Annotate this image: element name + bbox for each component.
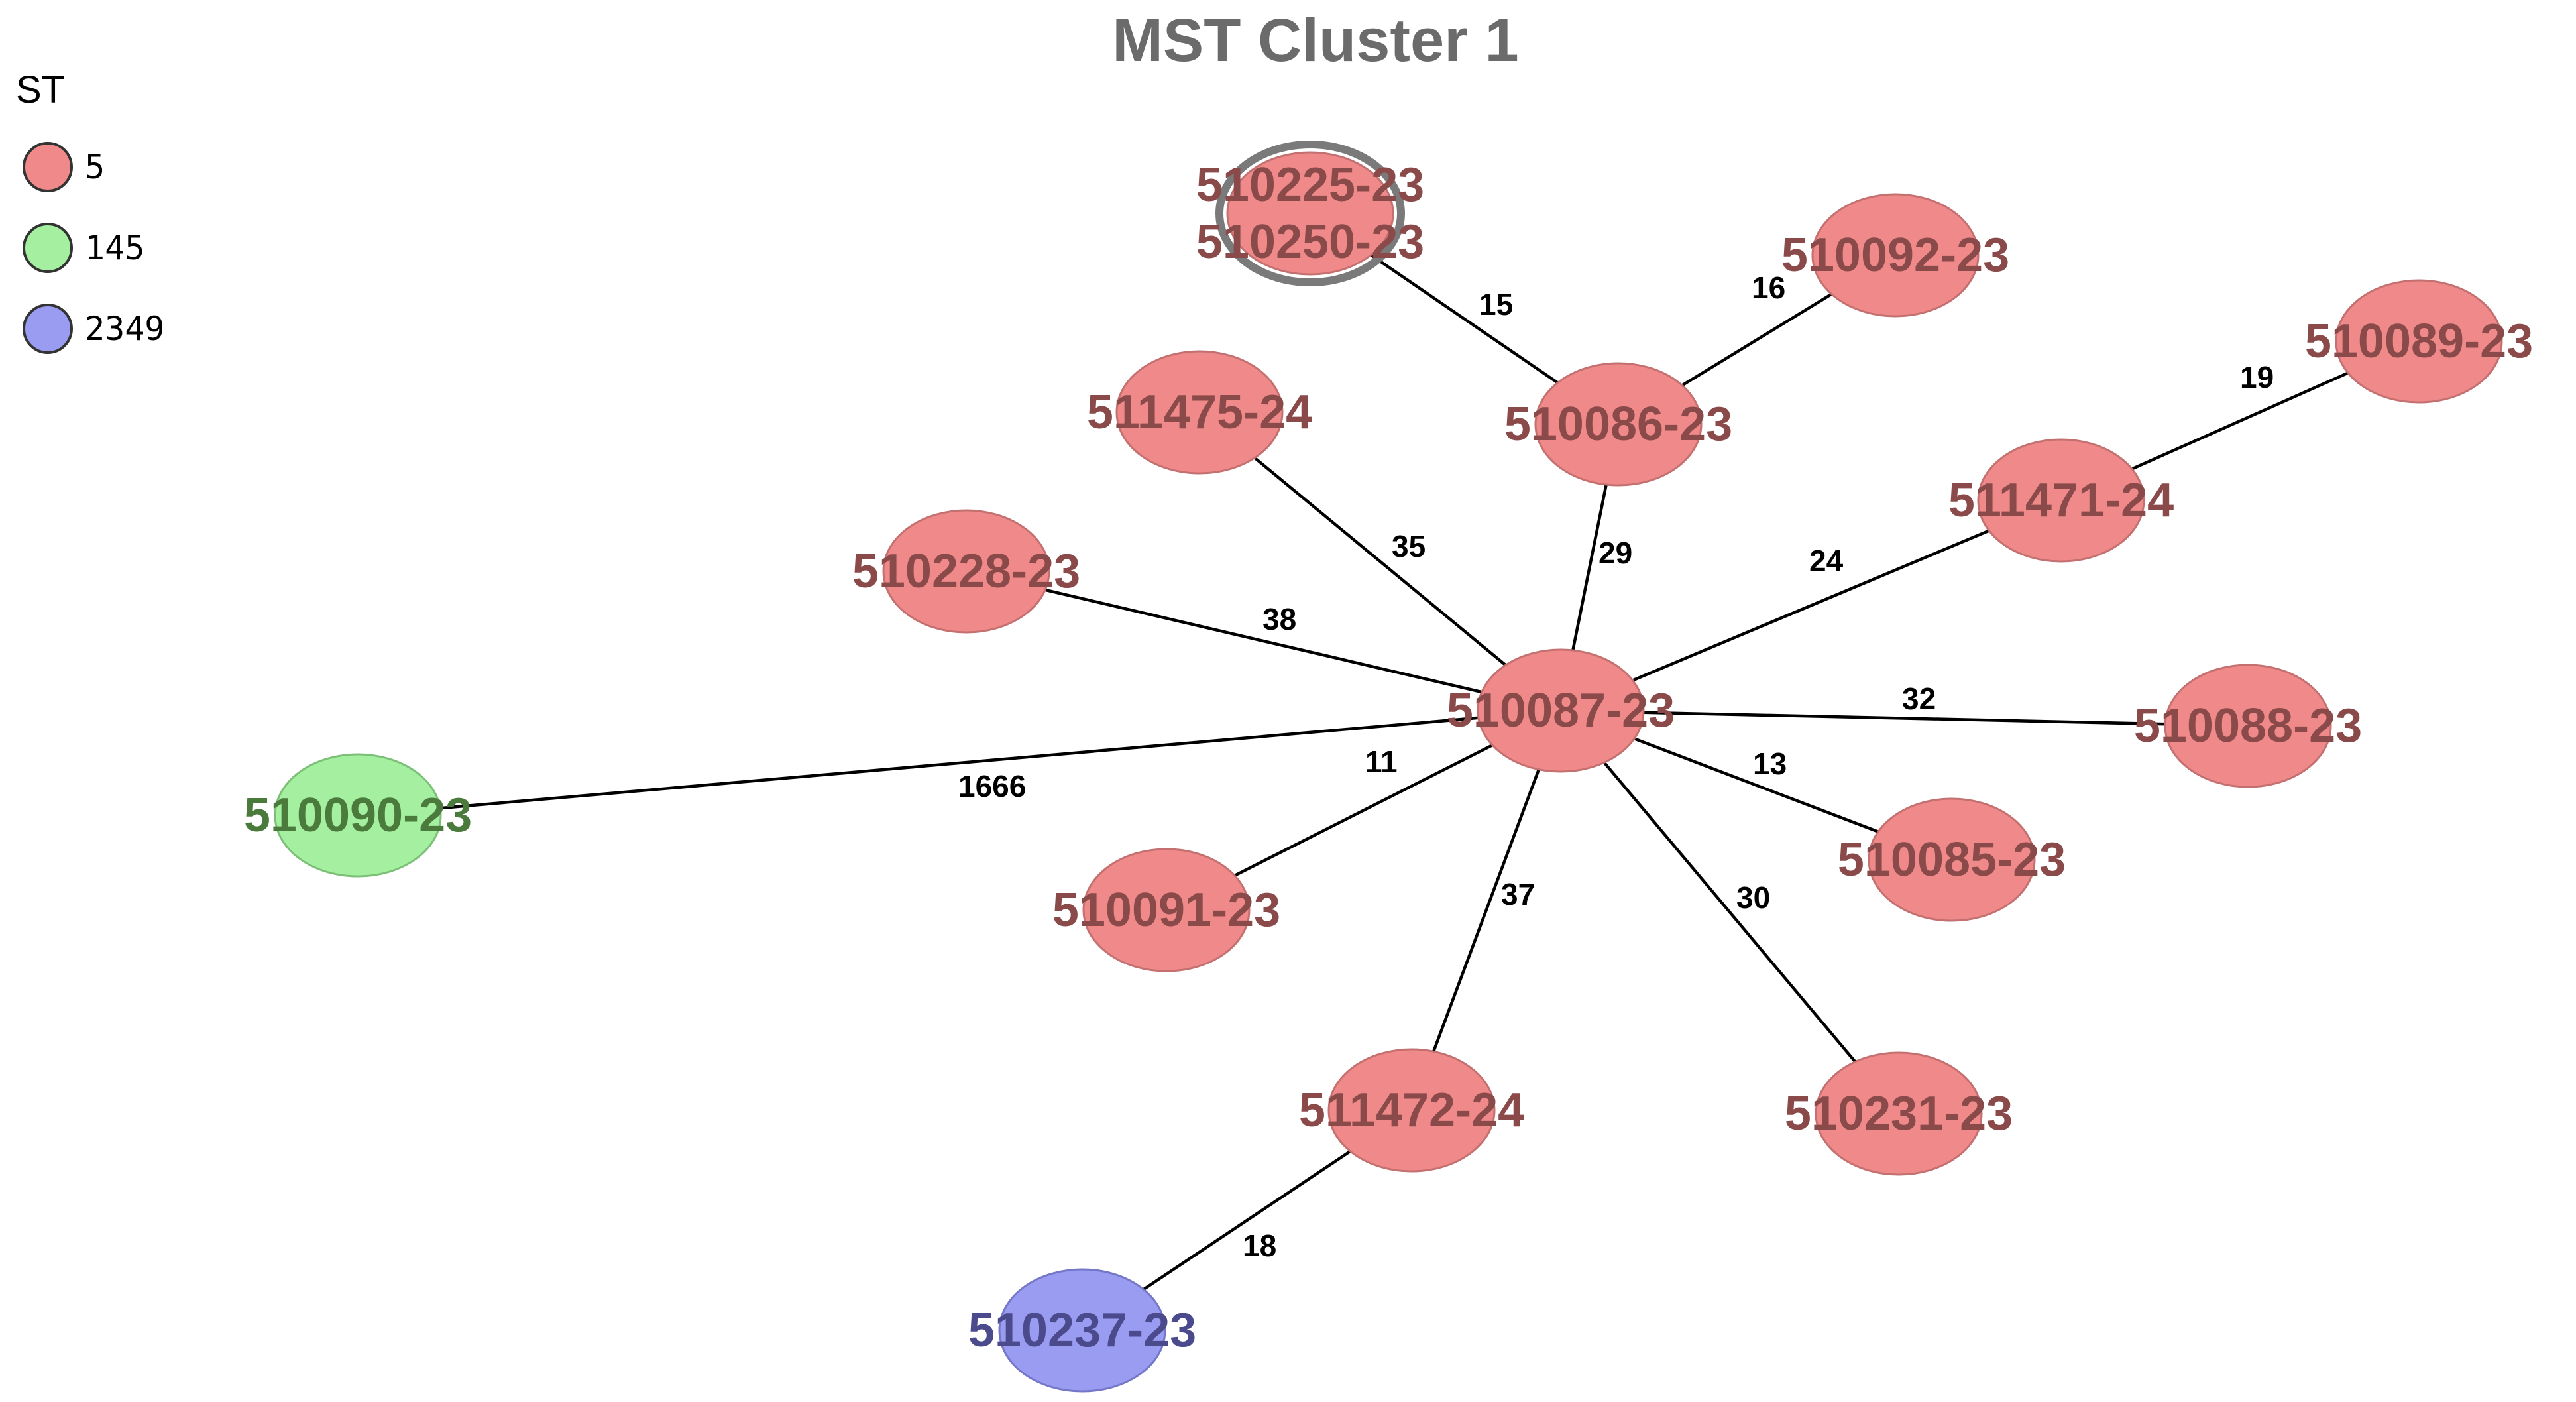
node: 510090-23 (244, 753, 472, 878)
node: 510087-23 (1447, 648, 1675, 773)
node-circle (1534, 362, 1703, 487)
node-circle (998, 1268, 1166, 1393)
node-highlight-ring (1215, 141, 1405, 286)
legend-item: 2349 (23, 304, 164, 354)
edge (1198, 411, 1562, 712)
node-circle (1868, 797, 2036, 922)
edge-weight: 24 (1809, 544, 1844, 578)
node-circle (1082, 848, 1251, 972)
node: 510237-23 (968, 1268, 1196, 1393)
node: 511472-24 (1299, 1048, 1524, 1173)
node: 510085-23 (1838, 797, 2066, 922)
edge (357, 709, 1561, 817)
edge-weight: 15 (1479, 287, 1513, 321)
node: 510086-23 (1504, 362, 1732, 487)
edge-weight: 32 (1902, 681, 1936, 716)
edge (1560, 498, 2062, 713)
edge-weights: 29 15 16 35 38 24 19 32 1666 11 13 37 30 18 (958, 270, 2274, 1263)
node-label: 510231-23 (1785, 1087, 2013, 1140)
node: 510092-23 (1781, 193, 2009, 318)
legend-title: ST (16, 68, 65, 111)
node-label: 510086-23 (1504, 398, 1732, 451)
node-label: 510085-23 (1838, 833, 2066, 886)
edge (1560, 709, 2249, 728)
node-label: 510090-23 (244, 789, 472, 842)
edge-weight: 16 (1752, 270, 1785, 305)
node-label: 510088-23 (2134, 699, 2362, 752)
node-label: 511472-24 (1299, 1084, 1524, 1137)
edge-weight: 38 (1262, 602, 1296, 636)
edge-weight: 29 (1598, 536, 1632, 570)
node: 510089-23 (2305, 279, 2533, 404)
node: 511471-24 (1948, 438, 2174, 563)
node-label: 510228-23 (852, 545, 1080, 598)
node: 510091-23 (1052, 848, 1280, 972)
node-label: 510250-23 (1196, 215, 1424, 268)
node-label: 510237-23 (968, 1304, 1196, 1357)
legend-swatch (23, 304, 73, 354)
node-circle (1115, 350, 1284, 475)
node-label: 511471-24 (1948, 474, 2174, 527)
node-circle (2335, 279, 2503, 404)
edge-weight: 1666 (958, 769, 1026, 803)
legend-item: 145 (23, 223, 144, 273)
node-circle (2164, 664, 2332, 788)
node: 510228-23 (852, 509, 1080, 634)
edge (1559, 709, 1900, 1115)
node-label: 510092-23 (1781, 229, 2009, 282)
node-label: 510225-23 (1196, 158, 1424, 211)
edge-weight: 19 (2240, 360, 2274, 394)
node-label: 511475-24 (1087, 386, 1312, 439)
node-circle (1327, 1048, 1496, 1173)
legend-label: 5 (85, 148, 105, 186)
node-circle (1977, 438, 2145, 563)
edge-weight: 30 (1736, 880, 1770, 915)
legend-swatch (23, 142, 73, 192)
node-circle (1477, 648, 1645, 773)
legend-label: 2349 (85, 310, 164, 348)
node-label: 510091-23 (1052, 884, 1280, 937)
edge-weight: 18 (1243, 1228, 1276, 1263)
edge (966, 569, 1561, 713)
node: 511475-24 (1087, 350, 1312, 475)
node-label: 510089-23 (2305, 315, 2533, 368)
node-circle (1815, 1051, 1983, 1176)
legend-label: 145 (85, 229, 144, 267)
diagram-title: MST Cluster 1 (1112, 7, 1518, 74)
legend-item: 5 (23, 142, 105, 192)
legend: ST 5 145 2349 (16, 68, 164, 354)
edge (1410, 710, 1563, 1111)
legend-swatch (23, 223, 73, 273)
edge-weight: 37 (1501, 877, 1535, 911)
edge-weight: 13 (1753, 746, 1787, 781)
node-circle (1811, 193, 1980, 318)
node-circle (274, 753, 442, 878)
node: 510088-23 (2134, 664, 2362, 788)
node-circle (882, 509, 1050, 634)
node-label: 510087-23 (1447, 684, 1675, 737)
node: 510231-23 (1785, 1051, 2013, 1176)
edge-weight: 35 (1392, 529, 1426, 563)
node-circle (1226, 151, 1394, 276)
edge-weight: 11 (1365, 744, 1398, 779)
